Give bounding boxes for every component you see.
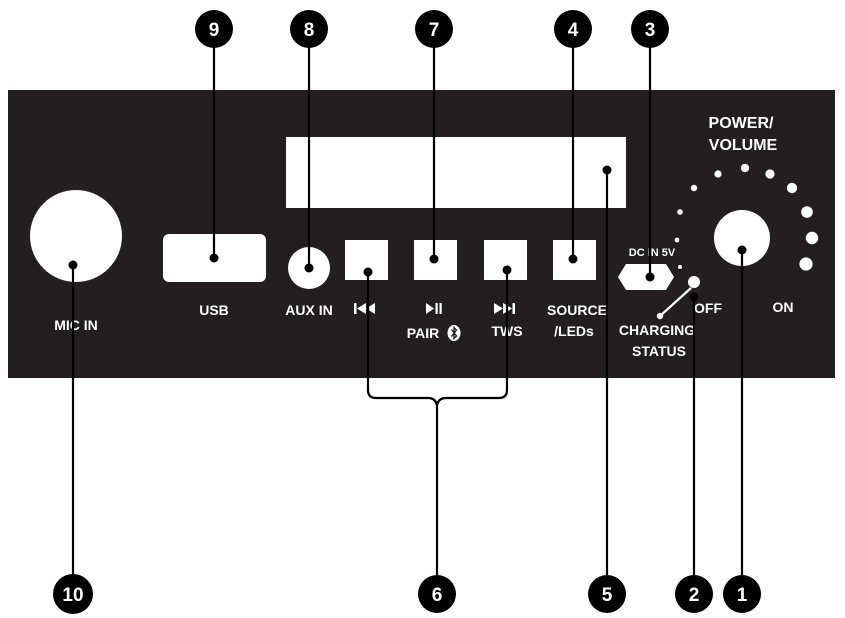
previous-icon bbox=[354, 303, 375, 314]
mic-in-label: MIC IN bbox=[54, 317, 98, 333]
svg-text:10: 10 bbox=[62, 585, 83, 606]
svg-text:8: 8 bbox=[304, 20, 315, 41]
callout-4: 4 bbox=[554, 10, 592, 48]
mic-in-jack[interactable] bbox=[30, 190, 122, 282]
callout-2: 2 bbox=[675, 575, 713, 613]
power-volume-label-line2: VOLUME bbox=[709, 137, 778, 154]
status-label: STATUS bbox=[632, 343, 686, 359]
play-pause-icon bbox=[426, 303, 442, 314]
volume-level-dots bbox=[674, 163, 819, 271]
callout-8: 8 bbox=[290, 10, 328, 48]
svg-text:6: 6 bbox=[432, 585, 443, 606]
charging-label: CHARGING bbox=[619, 322, 695, 338]
on-label: ON bbox=[773, 299, 794, 315]
callout-9: 9 bbox=[195, 10, 233, 48]
svg-text:3: 3 bbox=[645, 20, 656, 41]
charging-status-led bbox=[688, 276, 700, 288]
callout-1: 1 bbox=[723, 575, 761, 613]
led-display bbox=[286, 137, 626, 208]
callout-5: 5 bbox=[588, 575, 626, 613]
source-label: SOURCE bbox=[547, 302, 607, 318]
charging-status-leader-dot bbox=[656, 312, 664, 320]
aux-in-label: AUX IN bbox=[285, 302, 332, 318]
svg-text:9: 9 bbox=[209, 20, 220, 41]
callout-leaders bbox=[68, 43, 747, 582]
bluetooth-icon bbox=[447, 325, 461, 341]
power-volume-label-line1: POWER/ bbox=[709, 115, 774, 132]
svg-text:7: 7 bbox=[429, 20, 440, 41]
charging-status-leader bbox=[659, 287, 692, 317]
svg-text:1: 1 bbox=[737, 585, 748, 606]
power-volume-knob[interactable] bbox=[714, 210, 770, 266]
pair-label: PAIR bbox=[407, 325, 439, 341]
callout-10: 10 bbox=[53, 574, 93, 614]
svg-text:5: 5 bbox=[602, 585, 613, 606]
callout-7: 7 bbox=[415, 10, 453, 48]
off-label: OFF bbox=[694, 300, 722, 316]
leds-label: /LEDs bbox=[554, 323, 594, 339]
svg-text:4: 4 bbox=[568, 20, 579, 41]
svg-text:2: 2 bbox=[689, 585, 700, 606]
callout-6: 6 bbox=[418, 575, 456, 613]
dc-in-label: DC IN 5V bbox=[629, 247, 676, 259]
usb-label: USB bbox=[199, 302, 229, 318]
callout-3: 3 bbox=[631, 10, 669, 48]
